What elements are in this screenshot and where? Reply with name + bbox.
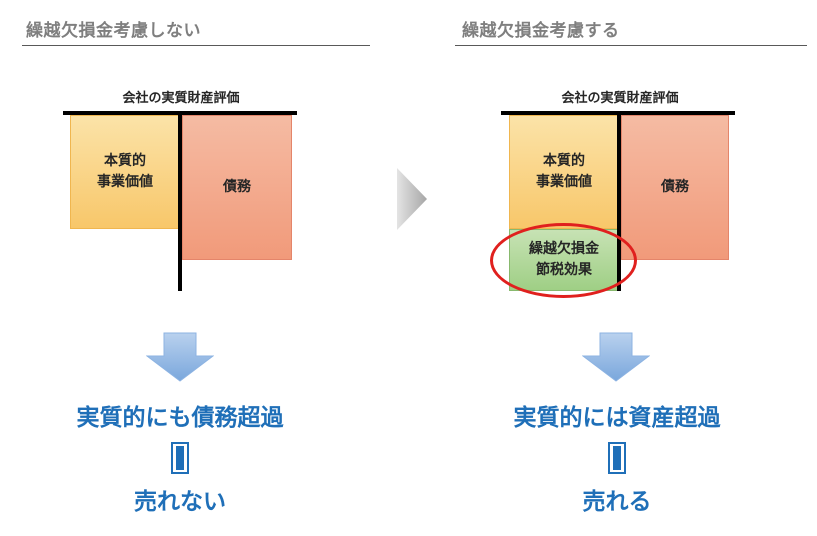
right-debt-box: 債務	[621, 115, 729, 260]
left-title-divider	[22, 45, 370, 46]
left-conclusion-text: 実質的にも債務超過	[76, 405, 284, 431]
left-panel-title: 繰越欠損金考慮しない	[26, 21, 201, 41]
right-t-account-vertical-line	[617, 113, 621, 291]
left-down-arrow-icon	[146, 332, 214, 382]
right-equals-icon	[608, 442, 626, 474]
highlight-oval	[490, 223, 637, 298]
left-equals-icon	[171, 442, 189, 474]
right-conclusion-text: 実質的には資産超過	[513, 405, 721, 431]
left-asset-line-2: 事業価値	[97, 174, 153, 190]
right-asset-line-2: 事業価値	[536, 174, 592, 190]
right-result-text: 売れる	[582, 489, 652, 515]
right-title-divider	[455, 45, 807, 46]
left-t-account-vertical-line	[178, 113, 182, 291]
left-debt-box: 債務	[182, 115, 292, 260]
left-debt-label: 債務	[223, 179, 251, 195]
left-asset-box: 本質的 事業価値	[70, 115, 180, 229]
right-down-arrow-icon	[582, 332, 650, 382]
right-balance-sheet-label: 会社の実質財産評価	[561, 91, 679, 106]
left-result-text: 売れない	[134, 489, 226, 515]
left-asset-line-1: 本質的	[104, 153, 146, 169]
right-debt-label: 債務	[661, 179, 689, 195]
left-balance-sheet-label: 会社の実質財産評価	[122, 91, 240, 106]
right-asset-line-1: 本質的	[543, 153, 585, 169]
right-panel-title: 繰越欠損金考慮する	[462, 21, 620, 41]
gray-chevron-right-icon	[397, 168, 427, 230]
right-asset-box: 本質的 事業価値	[509, 115, 619, 229]
